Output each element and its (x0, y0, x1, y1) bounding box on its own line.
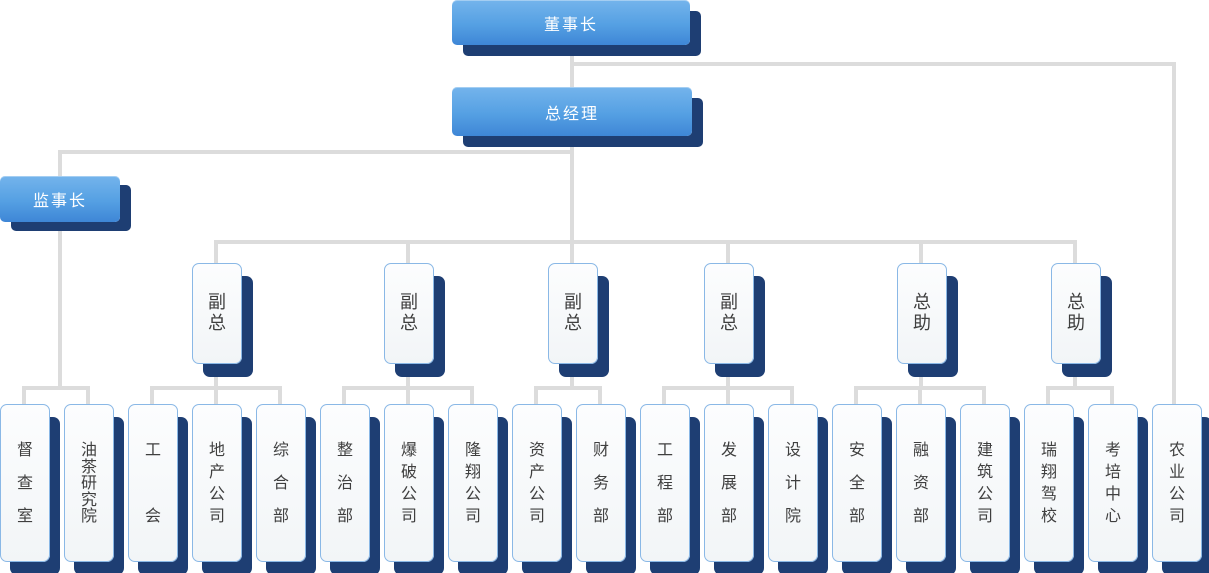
node-financing-dept: 融资部 (896, 404, 946, 562)
connector-line (570, 240, 574, 263)
connector-line (470, 386, 474, 404)
connector-line (214, 240, 1077, 244)
node-real-estate-company-label: 地产公司 (208, 440, 225, 525)
connector-line (919, 240, 923, 263)
connector-line (86, 386, 90, 404)
node-deputy-gm-4: 副总 (704, 263, 754, 364)
node-safety-dept: 安全部 (832, 404, 882, 562)
node-safety-dept-label: 安全部 (848, 440, 865, 525)
node-gm-assistant-2-label: 总助 (1067, 292, 1085, 334)
connector-line (570, 362, 574, 390)
node-supervision-office: 督查室 (0, 404, 50, 562)
node-general-manager: 总经理 (452, 87, 692, 136)
connector-line (1172, 62, 1176, 404)
node-agriculture-company-label: 农业公司 (1168, 440, 1185, 525)
node-blasting-company: 爆破公司 (384, 404, 434, 562)
node-longxiang-company-label: 隆翔公司 (464, 440, 481, 525)
node-ruixiang-driving-school-label: 瑞翔驾校 (1040, 440, 1057, 525)
node-labor-union-label: 工会 (144, 440, 161, 525)
connector-line (570, 45, 574, 87)
node-ruixiang-driving-school: 瑞翔驾校 (1024, 404, 1074, 562)
node-deputy-gm-1-label: 副总 (208, 292, 226, 334)
connector-line (1073, 240, 1077, 263)
node-exam-training-center-label: 考培中心 (1104, 440, 1121, 525)
connector-line (278, 386, 282, 404)
node-design-institute: 设计院 (768, 404, 818, 562)
connector-line (919, 362, 923, 390)
connector-line (406, 240, 410, 263)
connector-line (918, 386, 922, 404)
node-design-institute-label: 设计院 (784, 440, 801, 525)
connector-line (982, 386, 986, 404)
connector-line (1046, 386, 1050, 404)
node-deputy-gm-1: 副总 (192, 263, 242, 364)
node-engineering-dept-label: 工程部 (656, 440, 673, 525)
node-asset-company: 资产公司 (512, 404, 562, 562)
node-chairman-label: 董事长 (543, 14, 598, 34)
node-gm-assistant-1: 总助 (897, 263, 947, 364)
node-renovation-dept: 整治部 (320, 404, 370, 562)
node-gm-assistant-1-label: 总助 (913, 292, 931, 334)
node-labor-union: 工会 (128, 404, 178, 562)
node-supervision-office-label: 督查室 (16, 440, 33, 525)
node-finance-dept-label: 财务部 (592, 440, 609, 525)
node-gm-assistant-2: 总助 (1051, 263, 1101, 364)
connector-line (22, 386, 90, 390)
connector-line (1110, 386, 1114, 404)
connector-line (790, 386, 794, 404)
node-construction-company-label: 建筑公司 (976, 440, 993, 525)
node-general-manager-label: 总经理 (544, 103, 599, 123)
connector-line (726, 240, 730, 263)
node-supervisor-label: 监事长 (32, 191, 87, 210)
node-deputy-gm-3: 副总 (548, 263, 598, 364)
connector-line (214, 240, 218, 263)
node-chairman: 董事长 (452, 0, 690, 45)
node-camellia-research-institute-label: 油茶研究院 (80, 440, 97, 525)
node-longxiang-company: 隆翔公司 (448, 404, 498, 562)
connector-line (22, 386, 26, 404)
node-development-dept-label: 发展部 (720, 440, 737, 525)
node-blasting-company-label: 爆破公司 (400, 440, 417, 525)
node-financing-dept-label: 融资部 (912, 440, 929, 525)
connector-line (406, 362, 410, 390)
node-deputy-gm-4-label: 副总 (720, 292, 738, 334)
node-finance-dept: 财务部 (576, 404, 626, 562)
connector-line (854, 386, 858, 404)
connector-line (726, 362, 730, 390)
connector-line (726, 386, 730, 404)
connector-line (58, 150, 62, 176)
connector-line (662, 386, 666, 404)
node-construction-company: 建筑公司 (960, 404, 1010, 562)
connector-line (406, 386, 410, 404)
node-engineering-dept: 工程部 (640, 404, 690, 562)
connector-line (58, 222, 62, 390)
node-camellia-research-institute: 油茶研究院 (64, 404, 114, 562)
connector-line (58, 150, 574, 154)
node-renovation-dept-label: 整治部 (336, 440, 353, 525)
node-asset-company-label: 资产公司 (528, 440, 545, 525)
connector-line (342, 386, 346, 404)
node-agriculture-company: 农业公司 (1152, 404, 1202, 562)
connector-line (214, 386, 218, 404)
connector-line (534, 386, 602, 390)
connector-line (598, 386, 602, 404)
connector-line (1073, 362, 1077, 390)
connector-line (570, 136, 574, 244)
connector-line (534, 386, 538, 404)
connector-line (1046, 386, 1114, 390)
node-deputy-gm-3-label: 副总 (564, 292, 582, 334)
node-deputy-gm-2: 副总 (384, 263, 434, 364)
node-general-affairs-dept: 综合部 (256, 404, 306, 562)
node-supervisor: 监事长 (0, 176, 120, 222)
node-exam-training-center: 考培中心 (1088, 404, 1138, 562)
node-real-estate-company: 地产公司 (192, 404, 242, 562)
node-general-affairs-dept-label: 综合部 (272, 440, 289, 525)
node-deputy-gm-2-label: 副总 (400, 292, 418, 334)
node-development-dept: 发展部 (704, 404, 754, 562)
connector-line (150, 386, 154, 404)
connector-line (214, 362, 218, 390)
connector-line (570, 62, 1176, 66)
